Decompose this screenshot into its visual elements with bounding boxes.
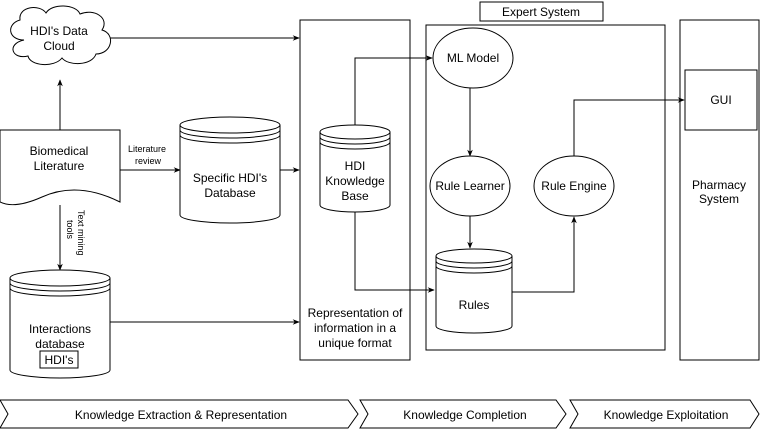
knowledge-base-label-1: HDI — [345, 159, 366, 173]
rules-label: Rules — [459, 298, 490, 312]
rule-learner-label: Rule Learner — [435, 179, 504, 193]
ml-model-label: ML Model — [447, 51, 499, 65]
data-cloud-label-1: HDI's Data — [30, 24, 88, 38]
svg-text:Text mining: Text mining — [76, 210, 86, 256]
gui-box[interactable] — [684, 69, 758, 131]
pharmacy-label-1: Pharmacy — [692, 178, 746, 192]
representation-label-3: unique format — [318, 336, 392, 350]
biomedical-label-1: Biomedical — [30, 144, 89, 158]
biomedical-label-2: Literature — [34, 159, 85, 173]
phase-extraction-label: Knowledge Extraction & Representation — [75, 408, 287, 422]
expert-system-title: Expert System — [502, 5, 580, 19]
phase-extraction-arrow[interactable] — [0, 399, 359, 429]
interactions-db-label-2: database — [35, 337, 85, 351]
specific-db-label-2: Database — [204, 186, 256, 200]
rule-engine-label: Rule Engine — [541, 179, 607, 193]
pharmacy-label-2: System — [699, 192, 739, 206]
interactions-database[interactable] — [9, 269, 111, 379]
edge-knowledge-base-to-rules — [354, 212, 435, 293]
gui-label: GUI — [710, 93, 731, 107]
svg-text:tools: tools — [65, 220, 75, 240]
specific-hdi-database[interactable] — [179, 116, 281, 224]
phase-exploitation-label: Knowledge Exploitation — [604, 408, 729, 422]
ml-model-node[interactable] — [432, 27, 514, 89]
phase-exploitation-arrow[interactable] — [569, 399, 760, 429]
rules-database[interactable] — [435, 248, 513, 334]
literature-review-label-2: review — [135, 156, 162, 166]
knowledge-base-label-3: Base — [341, 189, 369, 203]
interactions-db-tag: HDI's — [45, 353, 74, 367]
phase-completion-label: Knowledge Completion — [403, 408, 526, 422]
edge-rule-engine-to-gui — [573, 97, 685, 156]
knowledge-base-label-2: Knowledge — [325, 174, 385, 188]
interactions-db-tag-box — [39, 350, 79, 369]
phase-completion-arrow[interactable] — [359, 399, 567, 429]
text-mining-label: Text mining tools — [65, 210, 86, 256]
specific-db-label-1: Specific HDI's — [193, 171, 267, 185]
edge-knowledge-base-to-ml-model — [354, 55, 433, 125]
edge-rules-to-rule-engine — [512, 216, 577, 293]
interactions-db-label-1: Interactions — [29, 322, 91, 336]
representation-label-2: information in a — [314, 321, 396, 335]
biomedical-literature-shape[interactable] — [0, 129, 121, 206]
hdi-knowledge-base[interactable] — [319, 124, 391, 213]
representation-label-1: Representation of — [308, 306, 403, 320]
literature-review-label-1: Literature — [128, 144, 166, 154]
expert-system-title-box[interactable] — [479, 1, 604, 22]
data-cloud-shape[interactable] — [10, 5, 111, 65]
data-cloud-label-2: Cloud — [43, 39, 74, 53]
